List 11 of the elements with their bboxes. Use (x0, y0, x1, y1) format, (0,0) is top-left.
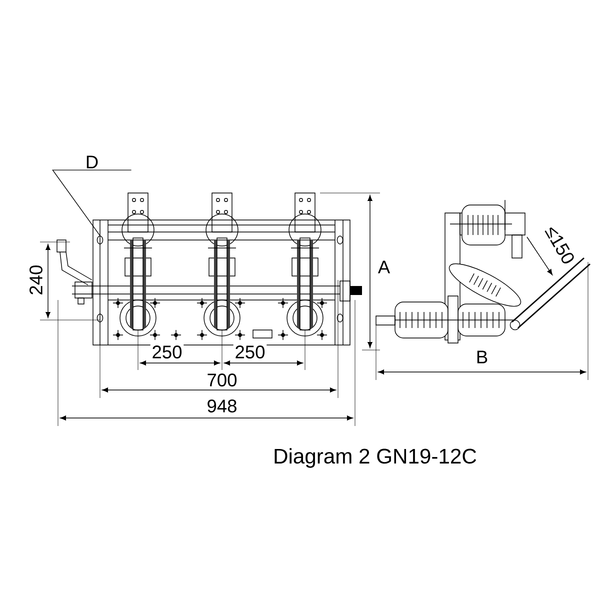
dimension-label: 700 (205, 372, 239, 388)
dimension-label: A (376, 259, 392, 275)
leader-line (52, 170, 132, 236)
caption: Diagram 2 GN19-12C (274, 448, 476, 468)
dimension-label: 240 (28, 263, 44, 297)
dimension-label: 250 (233, 344, 267, 360)
dimension-label: 250 (150, 344, 184, 360)
dimension-label: B (474, 349, 490, 365)
mounting-hole (96, 236, 104, 244)
callout-letter: D (86, 156, 98, 168)
dimension-label: 948 (205, 398, 239, 414)
